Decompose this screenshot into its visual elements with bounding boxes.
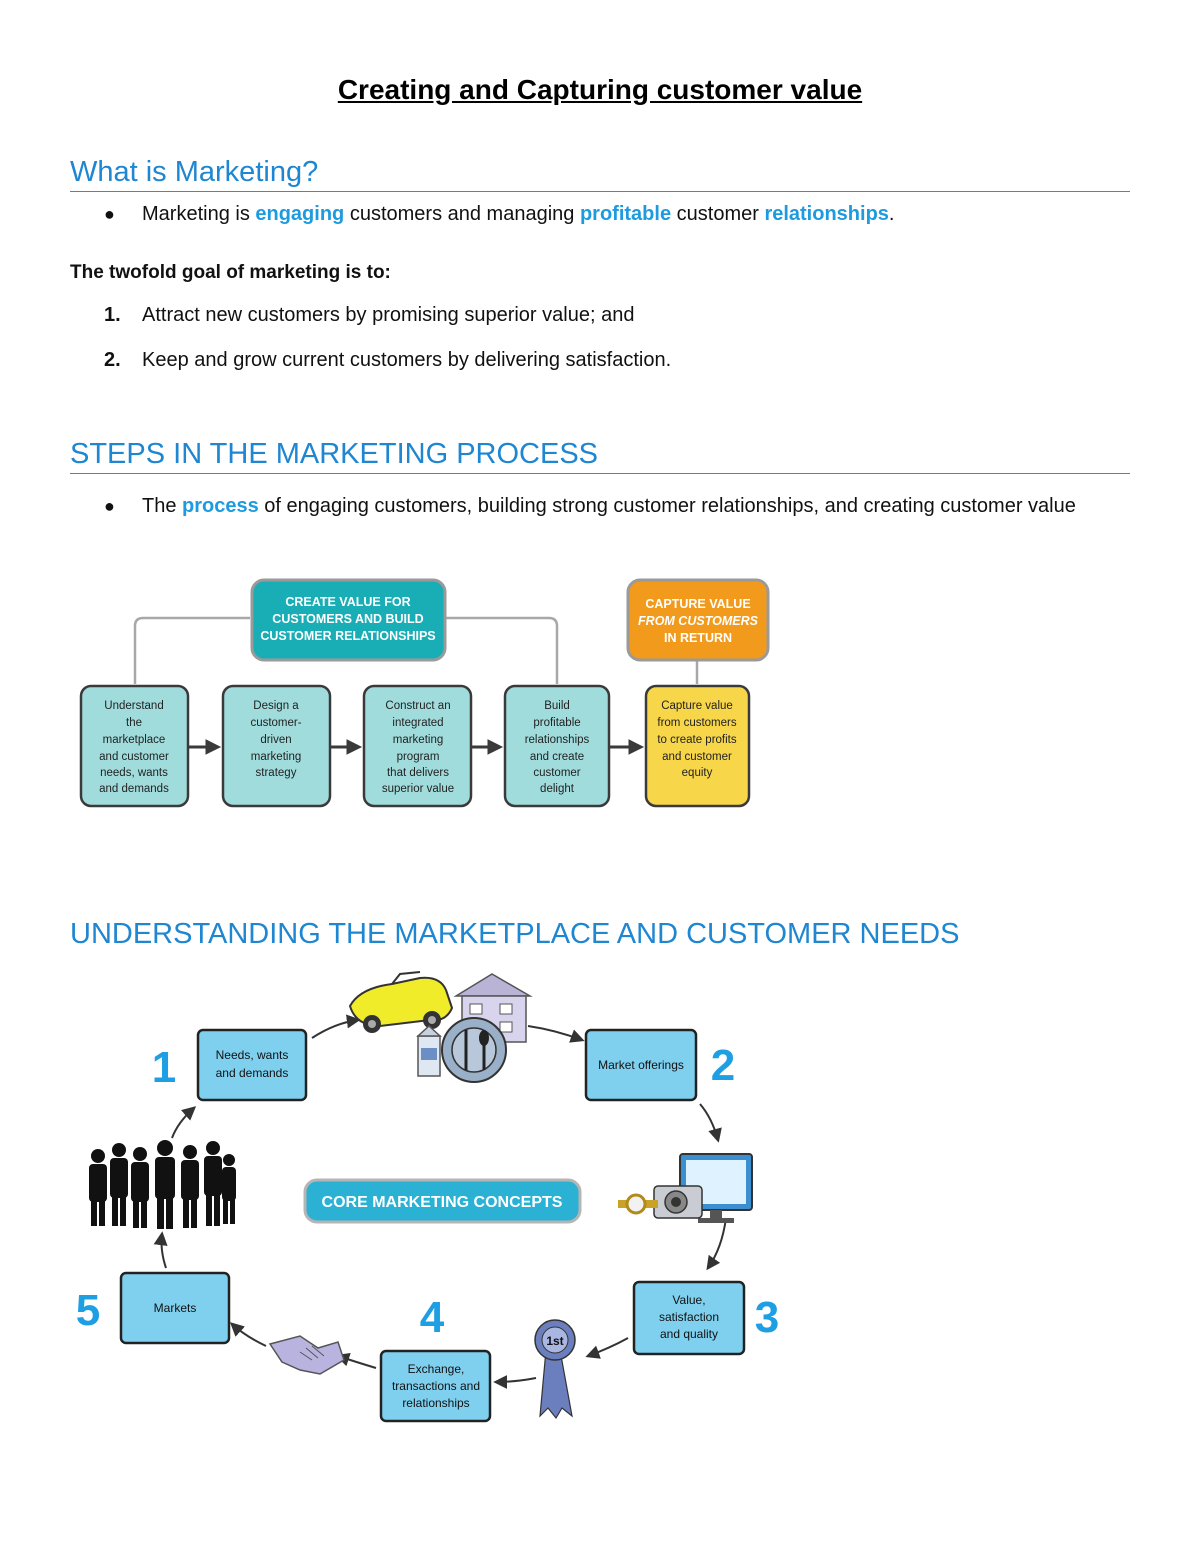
- core-marketing-concepts-diagram: CORE MARKETING CONCEPTS Needs, wants and…: [76, 971, 779, 1423]
- svg-text:relationships: relationships: [525, 734, 590, 746]
- concept-node-2: Market offerings: [584, 1028, 698, 1102]
- step-box-5: Capture value from customers to create p…: [644, 684, 751, 808]
- svg-text:and demands: and demands: [99, 783, 169, 795]
- svg-text:Market offerings: Market offerings: [598, 1058, 684, 1072]
- step-box-2: Design a customer- driven marketing stra…: [221, 684, 332, 808]
- marketing-definition-text: Marketing is engaging customers and mana…: [142, 203, 895, 225]
- svg-text:and quality: and quality: [660, 1327, 718, 1341]
- svg-text:CORE MARKETING CONCEPTS: CORE MARKETING CONCEPTS: [322, 1194, 563, 1211]
- svg-text:program: program: [397, 751, 440, 763]
- svg-text:strategy: strategy: [256, 767, 297, 779]
- svg-text:CUSTOMERS AND BUILD: CUSTOMERS AND BUILD: [272, 612, 423, 626]
- first-place-ribbon-icon: 1st: [534, 1319, 576, 1420]
- capture-value-header: CAPTURE VALUE FROM CUSTOMERS IN RETURN: [626, 578, 770, 662]
- svg-text:relationships: relationships: [402, 1396, 469, 1410]
- svg-text:Value,: Value,: [672, 1293, 705, 1307]
- svg-text:needs, wants: needs, wants: [100, 767, 168, 779]
- concept-node-4: Exchange, transactions and relationships: [379, 1349, 492, 1423]
- svg-text:CREATE VALUE FOR: CREATE VALUE FOR: [285, 595, 410, 609]
- svg-text:to create profits: to create profits: [657, 734, 737, 746]
- step-box-3: Construct an integrated marketing progra…: [362, 684, 473, 808]
- svg-text:equity: equity: [682, 767, 713, 779]
- concept-node-1: Needs, wants and demands: [196, 1028, 308, 1102]
- svg-text:the: the: [126, 717, 142, 729]
- concept-number-1: 1: [152, 1043, 176, 1092]
- svg-text:profitable: profitable: [533, 717, 580, 729]
- concept-node-5: Markets: [119, 1271, 231, 1345]
- concept-number-3: 3: [755, 1293, 779, 1342]
- concept-number-5: 5: [76, 1286, 100, 1335]
- goal-intro: The twofold goal of marketing is to:: [70, 262, 391, 283]
- svg-text:Capture value: Capture value: [661, 700, 733, 712]
- svg-text:and create: and create: [530, 751, 584, 763]
- core-concepts-label: CORE MARKETING CONCEPTS: [303, 1178, 582, 1224]
- svg-text:that delivers: that delivers: [387, 767, 449, 779]
- process-text: The process of engaging customers, build…: [142, 495, 1076, 517]
- svg-text:1st: 1st: [546, 1334, 563, 1348]
- plate-cutlery-icon: [441, 1017, 507, 1083]
- svg-text:from customers: from customers: [657, 717, 736, 729]
- svg-text:customer: customer: [533, 767, 580, 779]
- svg-text:marketing: marketing: [251, 751, 302, 763]
- svg-text:Build: Build: [544, 700, 570, 712]
- create-value-header: CREATE VALUE FOR CUSTOMERS AND BUILD CUS…: [250, 578, 447, 662]
- section-heading-steps: STEPS IN THE MARKETING PROCESS: [70, 438, 1130, 475]
- concept-number-2: 2: [711, 1041, 735, 1090]
- svg-text:Design a: Design a: [253, 700, 299, 712]
- svg-text:CAPTURE VALUE: CAPTURE VALUE: [645, 597, 750, 611]
- svg-text:FROM CUSTOMERS: FROM CUSTOMERS: [638, 614, 759, 628]
- svg-text:and customer: and customer: [99, 751, 169, 763]
- step-arrows: [189, 739, 645, 755]
- concept-number-4: 4: [420, 1293, 445, 1342]
- sports-car-icon: [348, 971, 454, 1033]
- step-box-1: Understand the marketplace and customer …: [79, 684, 190, 808]
- concept-node-3: Value, satisfaction and quality: [632, 1280, 746, 1356]
- svg-text:marketing: marketing: [393, 734, 444, 746]
- svg-text:superior value: superior value: [382, 783, 454, 795]
- milk-carton-icon: [416, 1024, 442, 1077]
- section-heading-what-is-marketing: What is Marketing?: [70, 156, 1130, 193]
- svg-text:driven: driven: [260, 734, 291, 746]
- svg-text:and customer: and customer: [662, 751, 732, 763]
- svg-text:IN RETURN: IN RETURN: [664, 631, 732, 645]
- svg-text:Understand: Understand: [104, 700, 163, 712]
- bullet-icon: ●: [104, 496, 115, 516]
- svg-text:transactions and: transactions and: [392, 1379, 480, 1393]
- svg-text:and demands: and demands: [216, 1066, 289, 1080]
- svg-text:Needs, wants: Needs, wants: [216, 1048, 289, 1062]
- watch-icon: [618, 1193, 658, 1215]
- camera-icon: [653, 1185, 703, 1219]
- section-heading-understanding-marketplace: UNDERSTANDING THE MARKETPLACE AND CUSTOM…: [70, 918, 960, 950]
- svg-text:Exchange,: Exchange,: [408, 1362, 465, 1376]
- bracket-connector: [133, 616, 559, 684]
- bullet-icon: ●: [104, 204, 115, 224]
- document-title: Creating and Capturing customer value: [337, 74, 863, 105]
- svg-text:Markets: Markets: [154, 1301, 197, 1315]
- people-crowd-icon: [89, 1140, 236, 1229]
- svg-text:Construct an: Construct an: [385, 700, 450, 712]
- svg-text:satisfaction: satisfaction: [659, 1310, 719, 1324]
- step-box-4: Build profitable relationships and creat…: [503, 684, 611, 808]
- marketing-process-diagram: CREATE VALUE FOR CUSTOMERS AND BUILD CUS…: [79, 578, 770, 808]
- handshake-icon: [268, 1335, 345, 1375]
- svg-text:integrated: integrated: [392, 717, 443, 729]
- svg-text:CUSTOMER RELATIONSHIPS: CUSTOMER RELATIONSHIPS: [260, 629, 435, 643]
- svg-text:marketplace: marketplace: [103, 734, 166, 746]
- svg-text:customer-: customer-: [250, 717, 301, 729]
- svg-text:delight: delight: [540, 783, 575, 795]
